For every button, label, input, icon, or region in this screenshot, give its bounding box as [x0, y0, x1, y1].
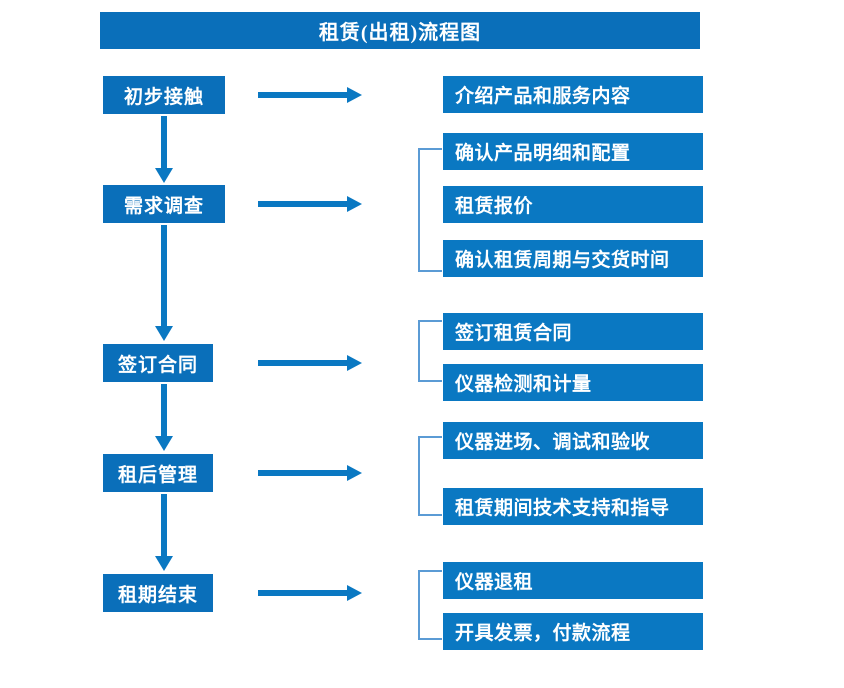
page-title: 租赁(出租)流程图	[100, 12, 700, 49]
group-bracket-4	[418, 570, 442, 640]
task-box-2[interactable]: 确认产品明细和配置	[443, 133, 703, 170]
vertical-arrow-4	[153, 494, 175, 572]
group-bracket-2	[418, 320, 442, 382]
task-box-6[interactable]: 仪器检测和计量	[443, 364, 703, 401]
vertical-arrow-2	[153, 225, 175, 342]
stage-box-1[interactable]: 初步接触	[103, 76, 225, 114]
vertical-arrow-3	[153, 384, 175, 452]
task-box-3[interactable]: 租赁报价	[443, 186, 703, 223]
stage-box-3[interactable]: 签订合同	[103, 344, 213, 382]
horizontal-arrow-5	[258, 583, 363, 603]
task-box-10[interactable]: 开具发票，付款流程	[443, 613, 703, 650]
horizontal-arrow-2	[258, 194, 363, 214]
task-box-4[interactable]: 确认租赁周期与交货时间	[443, 240, 703, 277]
horizontal-arrow-3	[258, 353, 363, 373]
task-box-5[interactable]: 签订租赁合同	[443, 313, 703, 350]
task-box-9[interactable]: 仪器退租	[443, 562, 703, 599]
group-bracket-3	[418, 436, 442, 516]
task-box-1[interactable]: 介绍产品和服务内容	[443, 76, 703, 113]
stage-box-4[interactable]: 租后管理	[103, 454, 213, 492]
horizontal-arrow-4	[258, 463, 363, 483]
stage-box-2[interactable]: 需求调查	[103, 185, 225, 223]
vertical-arrow-1	[153, 116, 175, 184]
task-box-7[interactable]: 仪器进场、调试和验收	[443, 422, 703, 459]
task-box-8[interactable]: 租赁期间技术支持和指导	[443, 488, 703, 525]
horizontal-arrow-1	[258, 85, 363, 105]
stage-box-5[interactable]: 租期结束	[103, 574, 213, 612]
group-bracket-1	[418, 148, 442, 272]
